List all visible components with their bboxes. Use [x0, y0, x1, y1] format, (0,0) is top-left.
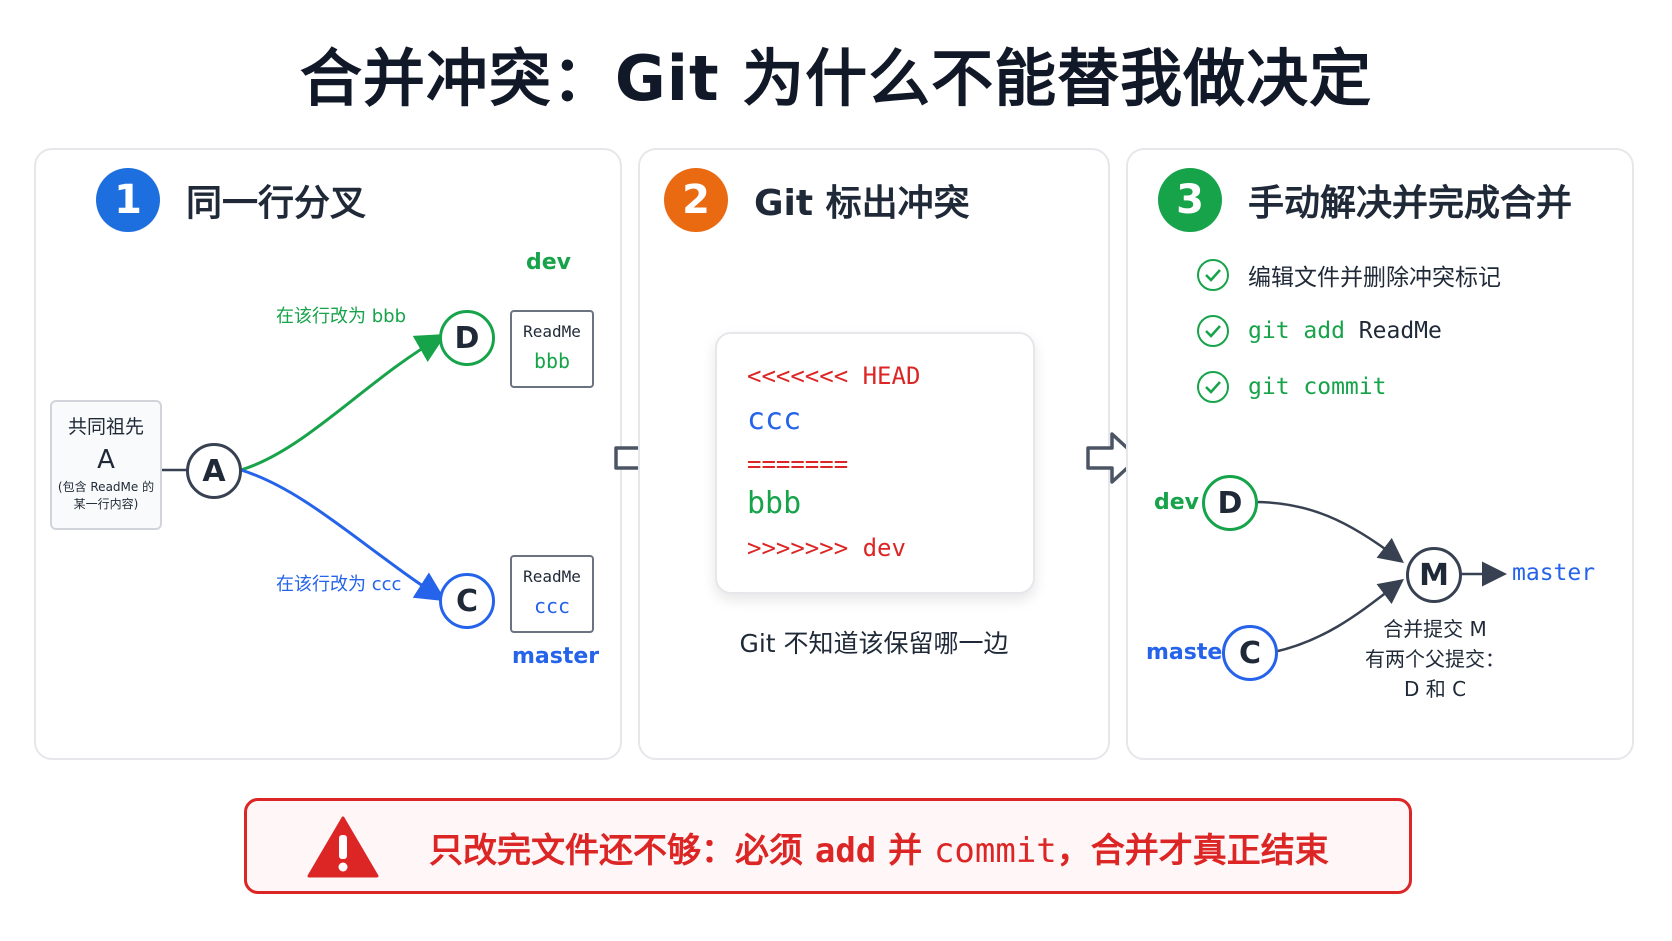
ancestor-note-1: (包含 ReadMe 的 [57, 480, 155, 494]
merge-commit-m-node: M [1406, 547, 1462, 603]
edge-c-to-m [1273, 578, 1404, 654]
panel-diverge: 1 同一行分叉 共同祖先 A (包含 ReadMe 的 某一行内容) A D C… [34, 148, 622, 760]
readme-master-filename: ReadMe [523, 567, 581, 586]
resolve-step-commit: git commit [1196, 370, 1386, 404]
readme-master-content: ccc [533, 594, 571, 618]
branch-dev-label: dev [526, 250, 572, 275]
result-master-label: master [1512, 560, 1596, 586]
edge-a-to-c [240, 468, 447, 602]
warning-add-keyword: add [814, 831, 877, 871]
step-3-badge: 3 [1158, 168, 1222, 232]
conflict-marker-head: <<<<<<< HEAD [747, 362, 921, 390]
step-2-title: Git 标出冲突 [754, 183, 970, 224]
step-1-title: 同一行分叉 [186, 183, 367, 224]
edge-a-to-d [240, 334, 447, 472]
check-circle-icon [1197, 259, 1229, 291]
warning-text-part-5: ，合并才真正结束 [1056, 831, 1329, 871]
edit-dev-label: 在该行改为 bbb [276, 306, 406, 327]
git-add-command: git add [1248, 318, 1345, 344]
ancestor-note-2: 某一行内容) [73, 497, 139, 511]
merge-note-line-2: 有两个父提交： [1365, 647, 1505, 671]
warning-banner: 只改完文件还不够：必须 add 并 commit，合并才真正结束 [244, 798, 1412, 894]
commit-d-node: D [439, 310, 495, 366]
commit-a-node: A [186, 443, 242, 499]
resolve-step-add: git add ReadMe [1196, 314, 1442, 348]
step-2-header: 2 Git 标出冲突 [664, 168, 970, 232]
ancestor-title: 共同祖先 [67, 416, 144, 438]
panel-resolve: 3 手动解决并完成合并 编辑文件并删除冲突标记 git add ReadMe g… [1126, 148, 1634, 760]
step-3-title: 手动解决并完成合并 [1248, 183, 1573, 224]
merge-commit-c-node: C [1222, 625, 1278, 681]
ancestor-card: 共同祖先 A (包含 ReadMe 的 某一行内容) [50, 400, 162, 530]
git-add-argument: ReadMe [1344, 318, 1442, 344]
conflict-caption: Git 不知道该保留哪一边 [739, 629, 1009, 658]
conflict-line-ccc: ccc [747, 402, 802, 437]
git-commit-command: git commit [1248, 374, 1387, 400]
merge-branch-dev-label: dev [1154, 490, 1200, 515]
conflict-marker-dev: >>>>>>> dev [747, 534, 906, 562]
merge-note-line-3: D 和 C [1403, 677, 1467, 701]
branch-master-label: master [512, 644, 600, 669]
check-circle-icon [1197, 315, 1229, 347]
conflict-code-block: <<<<<<< HEAD ccc ======= bbb >>>>>>> dev [715, 332, 1035, 594]
readme-master-box: ReadMe ccc [510, 555, 594, 633]
conflict-marker-separator: ======= [747, 450, 849, 478]
edit-master-label: 在该行改为 ccc [276, 574, 402, 595]
merge-edges [1253, 500, 1507, 654]
edge-d-to-m [1253, 500, 1404, 564]
page-title: 合并冲突：Git 为什么不能替我做决定 [299, 42, 1373, 115]
diverge-edges [162, 334, 447, 602]
merge-note: 合并提交 M 有两个父提交： D 和 C [1340, 614, 1530, 704]
readme-dev-content: bbb [533, 349, 571, 373]
step-1-header: 1 同一行分叉 [96, 168, 366, 232]
warning-commit-keyword: commit [933, 831, 1057, 871]
commit-c-node: C [439, 573, 495, 629]
check-circle-icon [1197, 371, 1229, 403]
merge-branch-master-label: master [1146, 640, 1234, 665]
step-2-badge: 2 [664, 168, 728, 232]
warning-text-part-1: 只改完文件还不够：必须 [429, 831, 815, 871]
readme-dev-filename: ReadMe [523, 322, 581, 341]
conflict-line-bbb: bbb [747, 486, 802, 521]
warning-text-part-3: 并 [876, 831, 934, 871]
readme-dev-box: ReadMe bbb [510, 310, 594, 388]
step-1-badge: 1 [96, 168, 160, 232]
ancestor-node-label: A [97, 445, 115, 475]
next-arrow-icon [1086, 432, 1140, 484]
warning-text: 只改完文件还不够：必须 add 并 commit，合并才真正结束 [429, 823, 1329, 872]
merge-note-line-1: 合并提交 M [1383, 617, 1487, 641]
resolve-step-edit-text: 编辑文件并删除冲突标记 [1248, 265, 1501, 291]
step-3-header: 3 手动解决并完成合并 [1158, 168, 1572, 232]
merge-commit-d-node: D [1202, 475, 1258, 531]
warning-triangle-icon [307, 816, 379, 878]
resolve-step-edit: 编辑文件并删除冲突标记 [1196, 258, 1501, 292]
panel-conflict: 2 Git 标出冲突 <<<<<<< HEAD ccc ======= bbb … [638, 148, 1110, 760]
